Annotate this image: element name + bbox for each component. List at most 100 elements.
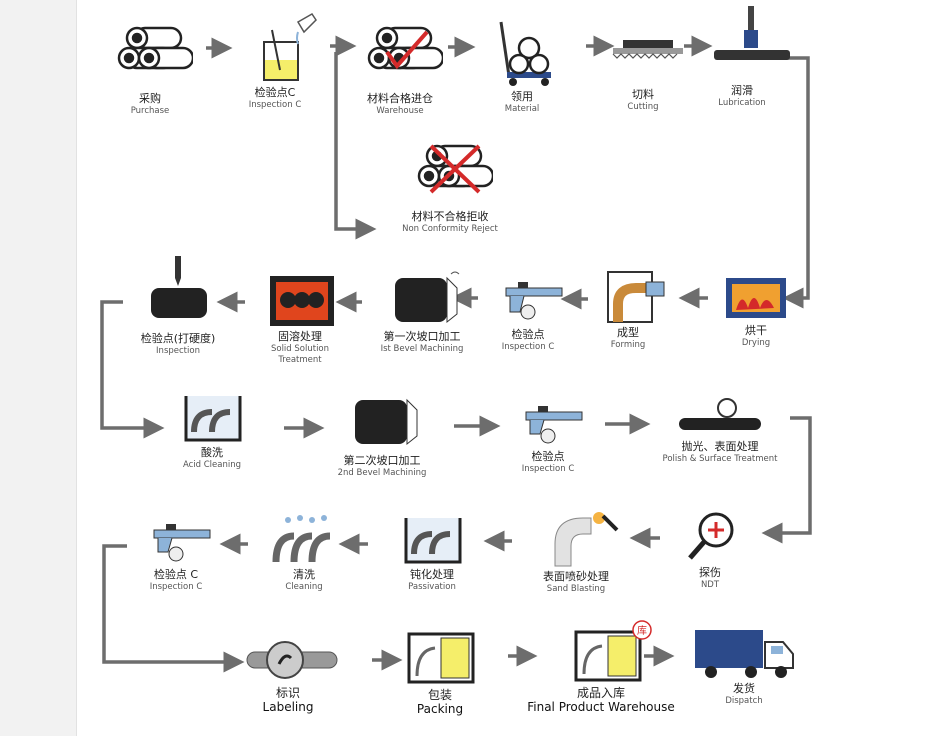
step-warehouse: 材料合格进仓 Warehouse <box>340 22 460 117</box>
hardness-tester-icon <box>151 256 207 318</box>
step-label-en: Acid Cleaning <box>182 460 242 470</box>
step-cleaning: 清洗 Cleaning <box>244 512 364 593</box>
step-label-cn: 检验点 C <box>153 568 199 581</box>
step-label-en: Polish & Surface Treatment <box>662 454 778 464</box>
step-label-cn: 包装 <box>427 688 452 702</box>
step-cutting: 切料 Cutting <box>583 22 703 113</box>
step-label-cn: 烘干 <box>745 324 767 337</box>
step-label-cn: 清洗 <box>293 568 315 581</box>
step-label-en: 2nd Bevel Machining <box>337 468 427 478</box>
step-labeling: 标识 Labeling <box>228 630 348 715</box>
step-purchase: 采购 Purchase <box>90 22 210 117</box>
step-label-en: Non Conformity Reject <box>402 224 498 234</box>
step-label-en: Ist Bevel Machining <box>380 344 464 354</box>
step-label-en: Inspection C <box>248 100 302 110</box>
stamp-text: 库 <box>637 624 647 637</box>
step-inspection-c-1: 检验点C Inspection C <box>215 10 335 111</box>
step-label-en: Final Product Warehouse <box>527 700 675 714</box>
step-label-cn: 检验点 <box>531 450 565 463</box>
step-label-cn: 成品入库 <box>576 686 625 700</box>
step-bevel-2: 第二次坡口加工 2nd Bevel Machining <box>322 392 442 479</box>
washing-icon <box>272 515 331 563</box>
step-label-cn: 发货 <box>733 682 755 695</box>
furnace-icon <box>270 276 334 326</box>
step-dispatch: 发货 Dispatch <box>684 620 804 707</box>
step-label-en: Purchase <box>130 106 170 116</box>
polishing-wheel-icon <box>679 398 761 430</box>
step-solid-solution: 固溶处理 Solid Solution Treatment <box>240 270 360 366</box>
step-label-cn: 润滑 <box>731 84 753 97</box>
step-label-en: Cutting <box>627 102 659 112</box>
step-label-en: Inspection C <box>501 342 555 352</box>
step-label-en: Drying <box>741 338 771 348</box>
step-label-en: Lubrication <box>718 98 766 108</box>
step-label-en: Labeling <box>262 700 314 714</box>
oven-icon <box>726 278 786 318</box>
package-box-icon <box>407 632 475 684</box>
step-label-en: Inspection <box>156 346 200 356</box>
step-label-en: Warehouse <box>376 106 424 116</box>
step-label-cn: 抛光、表面处理 <box>681 440 759 453</box>
stamped-box-icon: 库 <box>574 620 652 682</box>
step-lubrication: 润滑 Lubrication <box>682 4 802 109</box>
left-margin-panel <box>0 0 77 736</box>
pipe-bundle-icon <box>117 26 193 70</box>
step-label-cn: 固溶处理 <box>278 330 322 343</box>
caliper-icon <box>153 524 211 562</box>
step-sand-blasting: 表面喷砂处理 Sand Blasting <box>516 506 636 595</box>
step-nonconformity: 材料不合格拒收 Non Conformity Reject <box>385 140 515 235</box>
caliper-icon <box>505 282 563 320</box>
magnifier-icon <box>688 512 734 560</box>
step-label-cn: 表面喷砂处理 <box>543 570 609 583</box>
step-inspection-hardness: 检验点(打硬度) Inspection <box>118 252 238 357</box>
step-passivation: 钝化处理 Passivation <box>372 512 492 593</box>
step-material: 领用 Material <box>462 14 582 115</box>
step-label-cn: 检验点C <box>254 86 296 99</box>
step-forming: 成型 Forming <box>568 268 688 351</box>
step-final-warehouse: 库 成品入库 Final Product Warehouse <box>516 620 686 715</box>
step-label-en: Solid Solution <box>270 344 330 354</box>
step-label-en: Passivation <box>408 582 456 592</box>
step-label-en: Inspection C <box>521 464 575 474</box>
step-label-cn: 成型 <box>617 326 639 339</box>
pipe-bundle-rejected-icon <box>417 144 493 194</box>
step-polish: 抛光、表面处理 Polish & Surface Treatment <box>650 394 790 465</box>
step-label-cn: 检验点(打硬度) <box>140 332 216 345</box>
step-label-en-2: Treatment <box>278 355 322 365</box>
labeled-pipe-icon <box>246 641 338 679</box>
step-inspection-c-4: 检验点 C Inspection C <box>116 522 236 593</box>
pipe-bundle-checked-icon <box>367 26 443 70</box>
step-acid-cleaning: 酸洗 Acid Cleaning <box>152 390 272 471</box>
sandblast-elbow-icon <box>554 512 619 567</box>
step-label-en: Material <box>504 104 540 114</box>
bevel-pipe-icon <box>395 271 460 324</box>
step-ndt: 探伤 NDT <box>650 508 770 591</box>
bevel-pipe-icon <box>355 398 418 446</box>
step-label-cn: 领用 <box>511 90 533 103</box>
step-label-en: Dispatch <box>725 696 763 706</box>
step-label-cn: 钝化处理 <box>410 568 454 581</box>
step-inspection-c-2: 检验点 Inspection C <box>468 278 588 353</box>
step-label-cn: 采购 <box>139 92 161 105</box>
step-label-cn: 酸洗 <box>201 446 223 459</box>
truck-icon <box>695 630 794 678</box>
beaker-icon <box>263 13 317 81</box>
pipe-cart-icon <box>499 21 551 86</box>
step-label-en: NDT <box>700 580 720 590</box>
step-label-cn: 材料合格进仓 <box>367 92 433 105</box>
step-drying: 烘干 Drying <box>696 270 816 349</box>
step-label-cn: 标识 <box>275 686 300 700</box>
passivation-tank-icon <box>404 518 462 564</box>
step-label-cn: 探伤 <box>699 566 721 579</box>
elbow-forming-icon <box>607 271 665 323</box>
step-inspection-c-3: 检验点 Inspection C <box>488 404 608 475</box>
step-label-en: Cleaning <box>285 582 323 592</box>
step-label-cn: 切料 <box>632 88 654 101</box>
step-packing: 包装 Packing <box>380 628 500 717</box>
step-label-en: Packing <box>416 702 464 716</box>
brush-icon <box>714 6 790 60</box>
step-label-en: Inspection C <box>149 582 203 592</box>
step-label-cn: 材料不合格拒收 <box>411 210 489 223</box>
step-label-cn: 第一次坡口加工 <box>383 330 461 343</box>
